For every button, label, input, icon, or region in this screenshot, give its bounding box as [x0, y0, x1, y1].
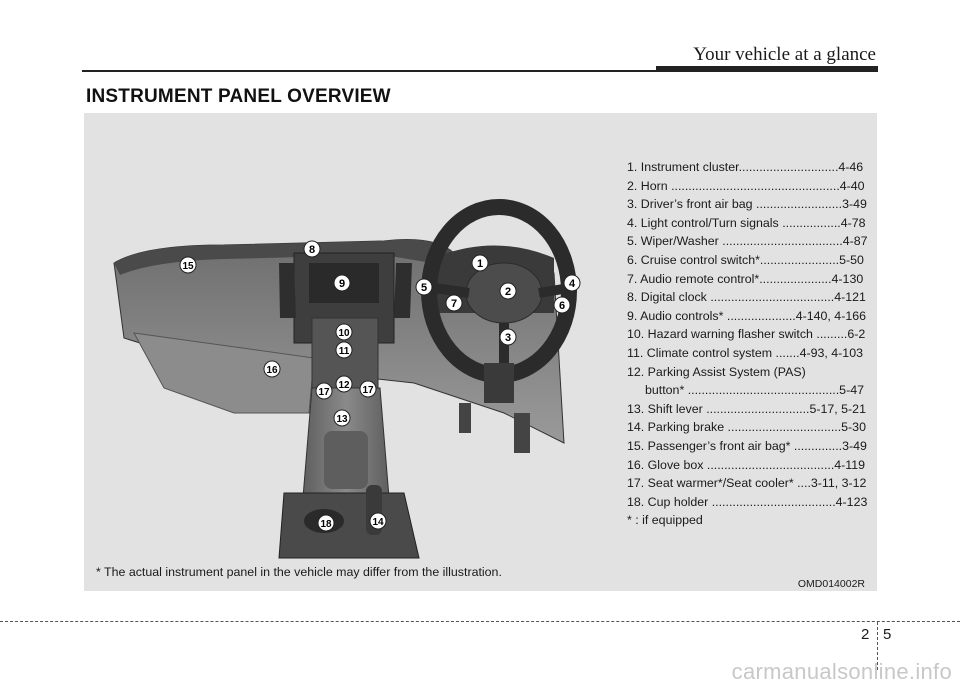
svg-text:5: 5 — [421, 282, 427, 294]
legend-item: 6. Cruise control switch*...............… — [627, 252, 864, 267]
svg-text:7: 7 — [451, 298, 457, 310]
console-base — [278, 492, 420, 559]
legend-item: 9. Audio controls* ....................4… — [627, 308, 866, 323]
callout-marker-3: 3 — [499, 328, 517, 346]
legend-item: 7. Audio remote control*................… — [627, 271, 864, 286]
callout-marker-10: 10 — [335, 323, 353, 341]
callout-marker-11: 11 — [335, 341, 353, 359]
svg-text:1: 1 — [477, 258, 483, 270]
footer-dashed-rule — [0, 621, 960, 622]
callout-marker-12: 12 — [335, 375, 353, 393]
legend-item: 1. Instrument cluster...................… — [627, 160, 864, 174]
header-rule-accent — [656, 66, 878, 72]
callout-marker-15: 15 — [179, 256, 197, 274]
svg-text:8: 8 — [309, 244, 315, 256]
callout-marker-13: 13 — [333, 409, 351, 427]
svg-text:4: 4 — [569, 278, 576, 290]
illustration-note: * The actual instrument panel in the veh… — [96, 565, 502, 579]
legend-item: 16. Glove box ..........................… — [627, 457, 866, 472]
svg-text:18: 18 — [320, 519, 332, 530]
glove-box-shape — [133, 332, 315, 414]
legend-item: 5. Wiper/Washer ........................… — [627, 234, 868, 249]
legend-item: * : if equipped — [627, 513, 703, 528]
legend-item: 3. Driver’s front air bag ..............… — [627, 197, 867, 212]
callout-marker-16: 16 — [263, 360, 281, 378]
callout-marker-2: 2 — [499, 282, 517, 300]
callout-marker-18: 18 — [317, 514, 335, 532]
legend-item: 17. Seat warmer*/Seat cooler* ....3-11, … — [627, 476, 867, 491]
legend-item: 18. Cup holder .........................… — [627, 494, 868, 509]
illustration-code: OMD014002R — [797, 578, 865, 590]
component-legend: 1. Instrument cluster...................… — [627, 158, 872, 530]
legend-item: 2. Horn ................................… — [627, 178, 865, 193]
svg-text:2: 2 — [505, 286, 511, 298]
legend-item: 13. Shift lever ........................… — [627, 401, 866, 416]
svg-text:9: 9 — [339, 278, 345, 290]
svg-text:10: 10 — [338, 328, 350, 339]
callout-marker-4: 4 — [563, 274, 581, 292]
page-number-separator — [877, 622, 878, 670]
steering-column — [484, 363, 514, 403]
legend-item: 10. Hazard warning flasher switch ......… — [627, 327, 866, 342]
page-number: 5 — [883, 626, 892, 643]
svg-text:17: 17 — [362, 385, 374, 396]
left-vent — [279, 263, 296, 318]
legend-item: 15. Passenger’s front air bag* .........… — [627, 438, 867, 453]
legend-item: 8. Digital clock .......................… — [627, 290, 866, 305]
svg-text:14: 14 — [372, 517, 384, 528]
header-rule — [82, 70, 878, 72]
pedal-1 — [459, 403, 471, 433]
svg-text:11: 11 — [339, 346, 350, 357]
shift-boot — [324, 431, 368, 489]
svg-text:6: 6 — [559, 300, 565, 312]
callout-marker-14: 14 — [369, 512, 387, 530]
legend-item: 4. Light control/Turn signals ..........… — [627, 215, 866, 230]
illustration-panel: 1 2 3 4 5 6 7 8 9 10 11 12 17 17 13 14 1… — [84, 113, 877, 591]
svg-text:12: 12 — [338, 380, 350, 391]
section-header-title: Your vehicle at a glance — [693, 44, 876, 65]
right-vent — [394, 263, 412, 318]
callout-marker-9: 9 — [333, 274, 351, 292]
chapter-number: 2 — [861, 626, 870, 643]
legend-item: button* ................................… — [645, 383, 864, 398]
instrument-panel-illustration: 1 2 3 4 5 6 7 8 9 10 11 12 17 17 13 14 1… — [113, 199, 581, 559]
svg-text:17: 17 — [318, 387, 330, 398]
page-heading: INSTRUMENT PANEL OVERVIEW — [86, 86, 391, 107]
callout-marker-17-left: 17 — [315, 382, 333, 400]
legend-item: 14. Parking brake ......................… — [627, 420, 866, 435]
svg-text:15: 15 — [182, 261, 194, 272]
svg-text:16: 16 — [266, 365, 278, 376]
callout-marker-5: 5 — [415, 278, 433, 296]
callout-marker-8: 8 — [303, 240, 321, 258]
callout-marker-7: 7 — [445, 294, 463, 312]
svg-text:3: 3 — [505, 332, 511, 344]
watermark-text: carmanualsonline.info — [731, 659, 952, 684]
svg-text:13: 13 — [336, 414, 348, 425]
callout-marker-1: 1 — [471, 254, 489, 272]
callout-marker-17-right: 17 — [359, 380, 377, 398]
pedal-2 — [514, 413, 530, 453]
legend-item: 11. Climate control system .......4-93, … — [627, 345, 863, 360]
legend-item: 12. Parking Assist System (PAS) — [627, 364, 806, 379]
callout-marker-6: 6 — [553, 296, 571, 314]
